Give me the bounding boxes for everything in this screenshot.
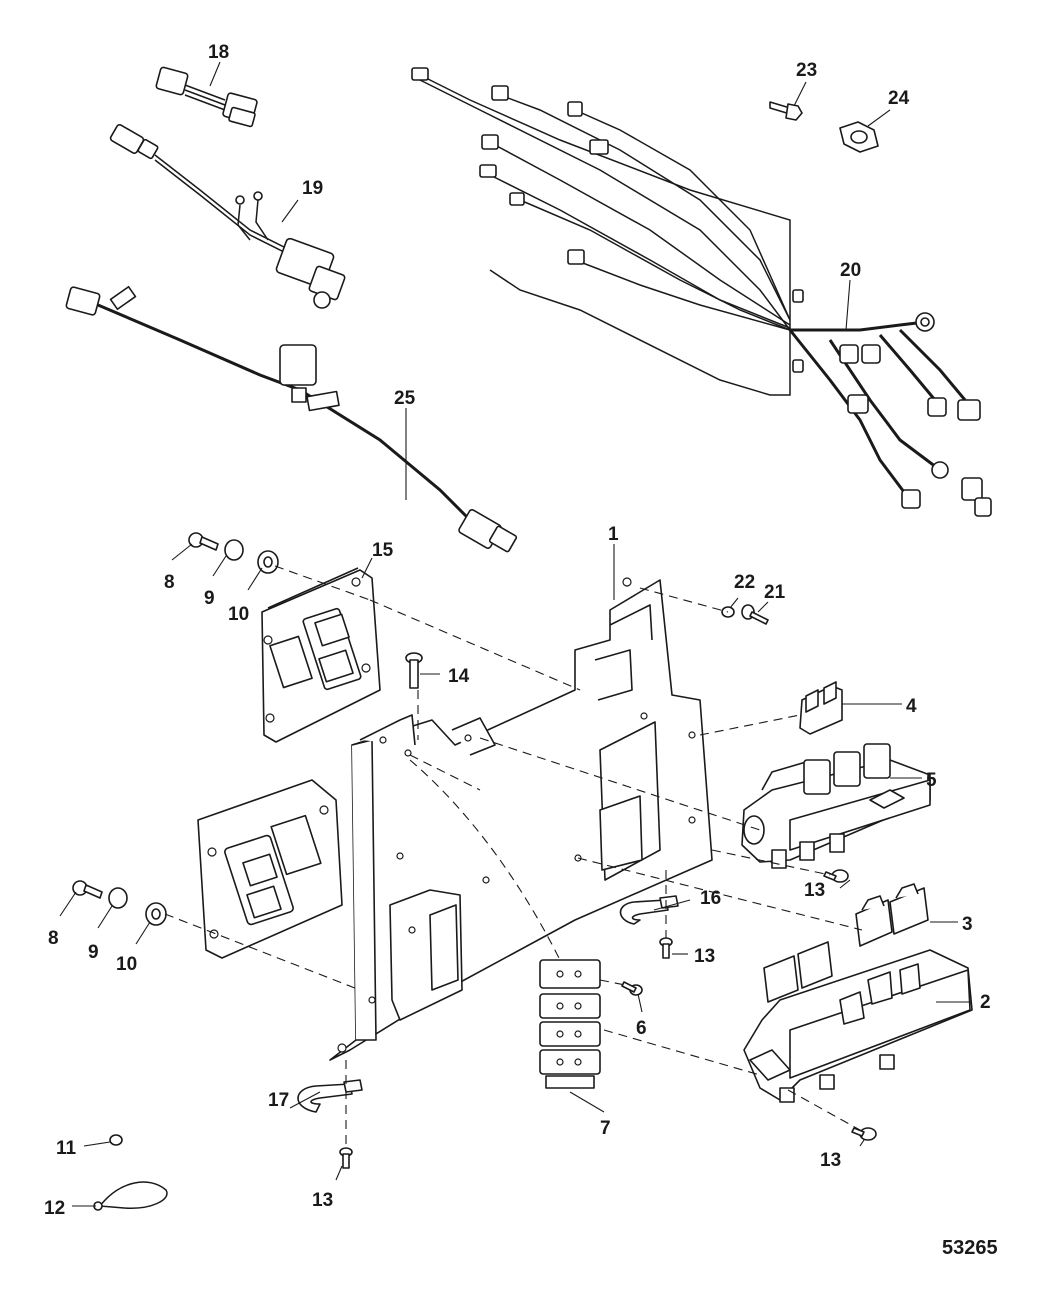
terminal-block-7 [539, 959, 601, 1089]
callout-17: 17 [268, 1090, 289, 1111]
callout-8-upper: 8 [164, 572, 175, 593]
callout-13-b: 13 [694, 946, 715, 967]
callout-5: 5 [926, 770, 937, 791]
accessory-harness [65, 285, 518, 553]
screw-6 [621, 981, 643, 996]
power-distribution-box-5 [741, 743, 931, 869]
clamp-17 [297, 1079, 363, 1113]
screw-21 [741, 604, 769, 625]
screw-13-c [851, 1127, 877, 1141]
relay-4 [799, 681, 843, 735]
ecm-module-upper [261, 567, 381, 743]
callout-20: 20 [840, 260, 861, 281]
assembly-lines [164, 565, 863, 1148]
callout-1: 1 [608, 524, 619, 545]
callout-15: 15 [372, 540, 394, 561]
grommet-10-lower [145, 902, 167, 926]
screw-8-upper [188, 532, 219, 551]
grommet-10-upper [257, 550, 279, 574]
callout-22: 22 [734, 572, 755, 593]
relay-harness [109, 124, 346, 309]
ecm-module-lower [197, 779, 343, 959]
screw-13-b [659, 937, 673, 959]
callout-8-lower: 8 [48, 928, 59, 949]
callout-13-c: 13 [820, 1150, 841, 1171]
adapter-harness [155, 66, 258, 128]
engine-wire-harness [411, 67, 992, 517]
callout-13-d: 13 [312, 1190, 333, 1211]
mounting-plate [329, 577, 713, 1061]
callout-11: 11 [56, 1138, 77, 1159]
figure-number: 53265 [942, 1237, 998, 1259]
callout-21: 21 [764, 582, 786, 603]
callout-12: 12 [44, 1198, 65, 1219]
bushing-9-lower [108, 887, 128, 909]
callout-23: 23 [796, 60, 817, 81]
callout-14: 14 [448, 666, 470, 687]
callout-19: 19 [302, 178, 323, 199]
screw-8-lower [72, 880, 103, 899]
callout-3: 3 [962, 914, 973, 935]
callout-9-lower: 9 [88, 942, 99, 963]
hex-nut-24 [839, 121, 879, 153]
cable-tie-12 [93, 1181, 168, 1211]
bushing-9-upper [224, 539, 244, 561]
relay-3 [855, 883, 929, 947]
bolt-14 [405, 652, 423, 689]
callout-24: 24 [888, 88, 910, 109]
callout-labels: 1 2 3 4 5 6 7 8 9 10 15 14 8 9 10 11 12 … [44, 42, 991, 1219]
screw-13-d [339, 1147, 353, 1169]
callout-10-lower: 10 [116, 954, 137, 975]
callout-13-a: 13 [804, 880, 825, 901]
callout-18: 18 [208, 42, 229, 63]
callout-9-upper: 9 [204, 588, 215, 609]
screw-13-a [823, 869, 849, 883]
clip-11 [109, 1134, 123, 1146]
callout-16: 16 [700, 888, 721, 909]
callout-2: 2 [980, 992, 991, 1013]
callout-10-upper: 10 [228, 604, 249, 625]
callout-6: 6 [636, 1018, 647, 1039]
leader-lines [59, 61, 972, 1207]
callout-25: 25 [394, 388, 416, 409]
clamp-16 [619, 895, 679, 925]
callout-4: 4 [906, 696, 917, 717]
fuse-box-2 [743, 941, 973, 1103]
callout-7: 7 [600, 1118, 611, 1139]
bolt-23 [769, 101, 803, 121]
